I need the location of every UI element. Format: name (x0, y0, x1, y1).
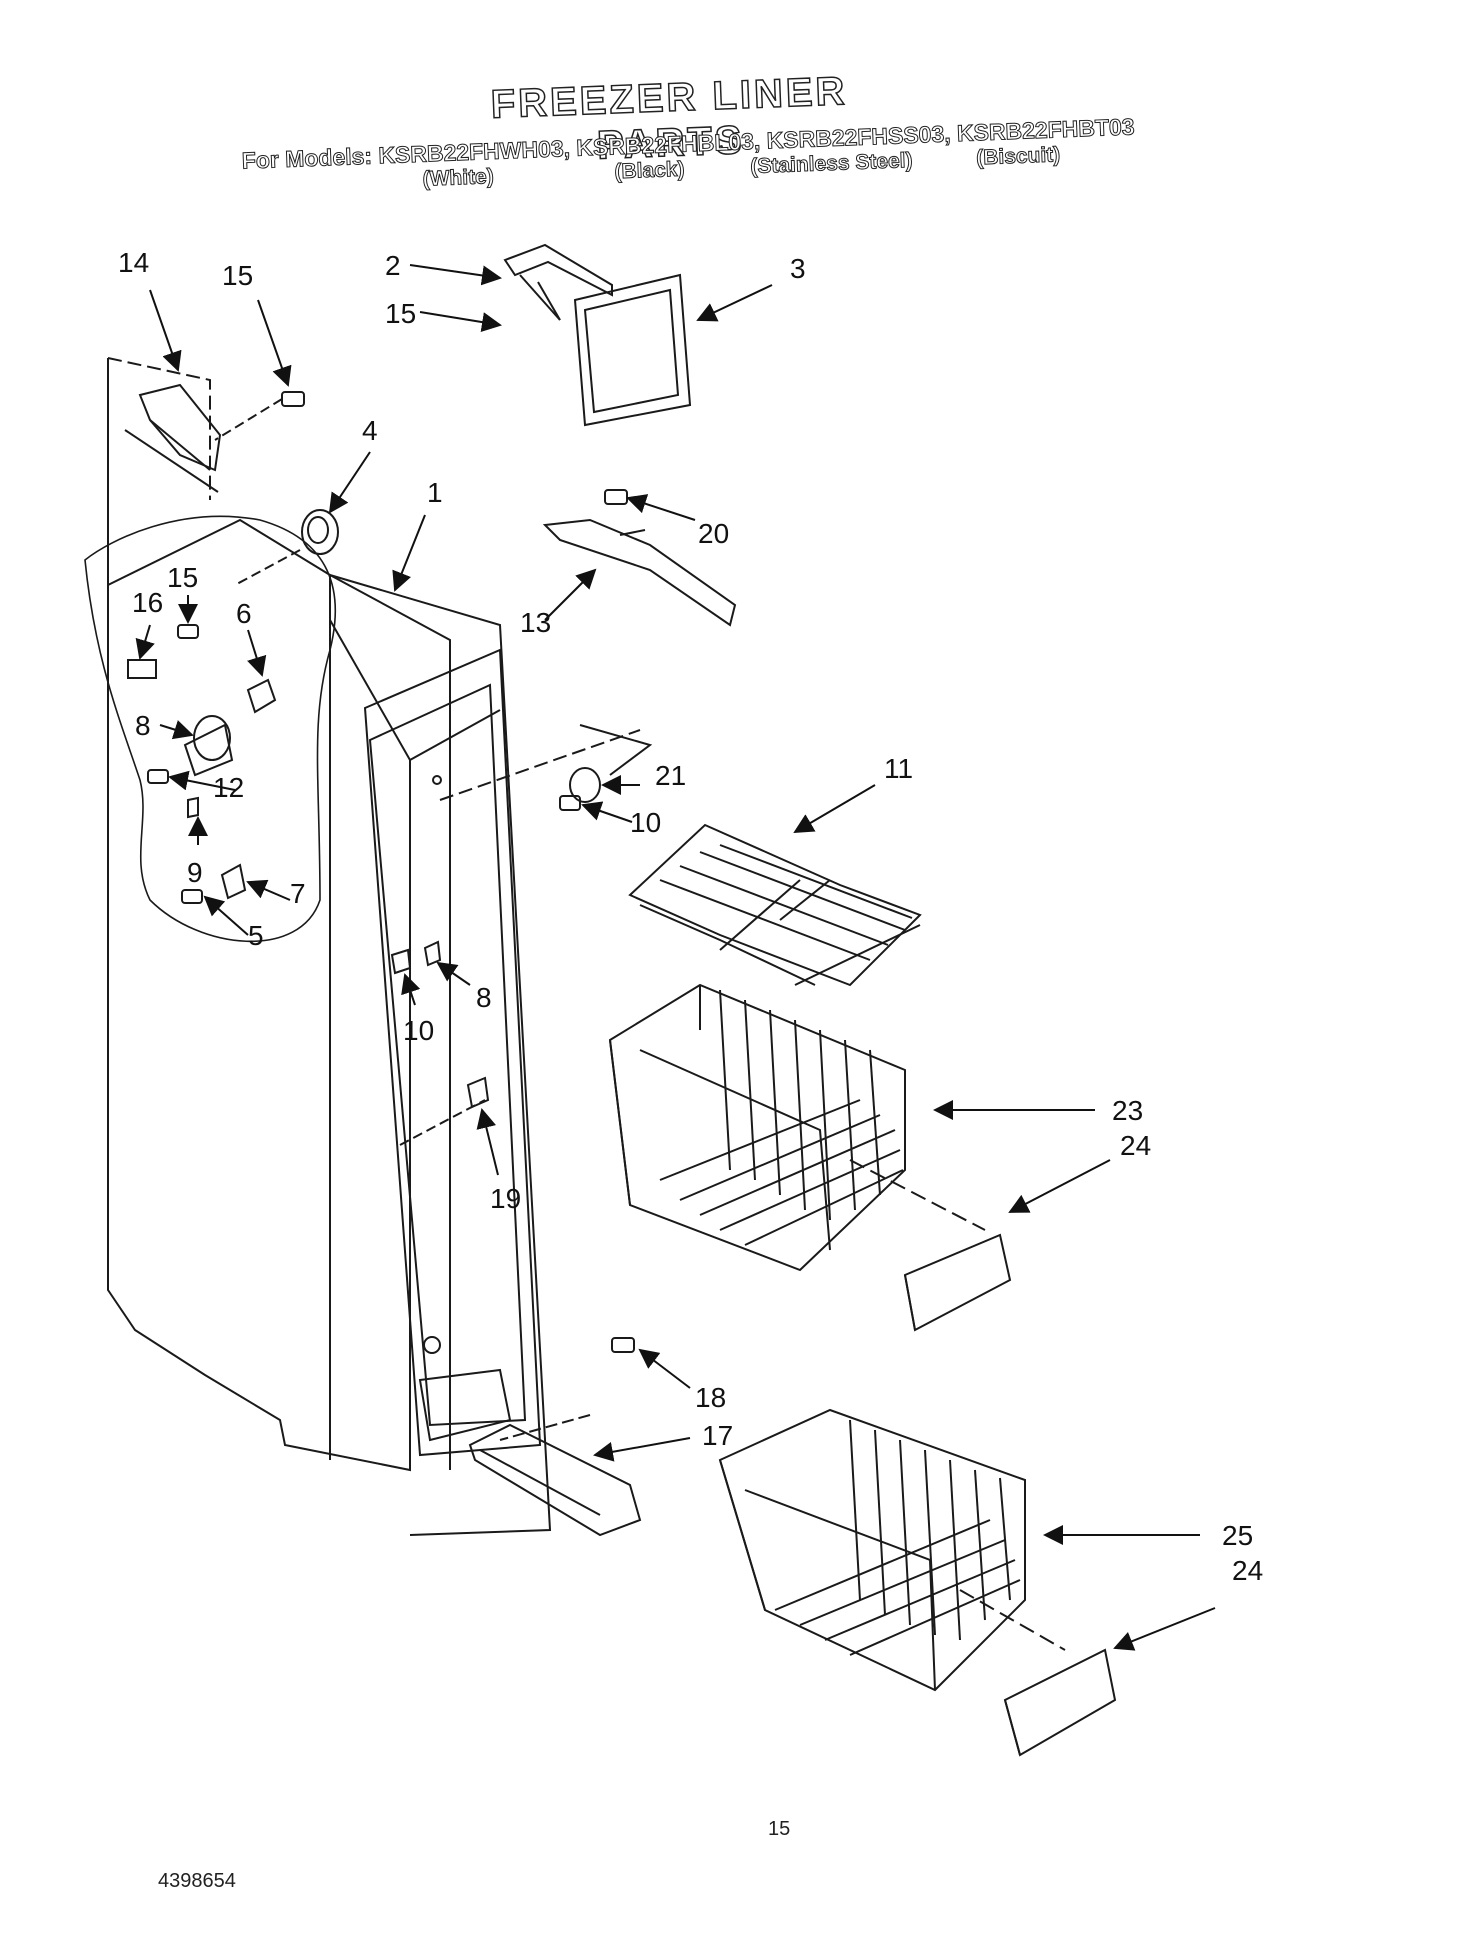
part-16-clip (127, 659, 157, 679)
callout-3: 3 (790, 253, 806, 284)
callout-11: 11 (884, 753, 913, 784)
callout-6: 6 (236, 598, 252, 629)
callout-15-a: 15 (222, 260, 253, 291)
callout-24-b: 24 (1232, 1555, 1263, 1586)
callout-12: 12 (213, 772, 244, 803)
callout-2: 2 (385, 250, 401, 281)
part-20-screw (604, 489, 628, 505)
callout-23: 23 (1112, 1095, 1143, 1126)
callout-14: 14 (118, 247, 149, 278)
part-4-plug (234, 509, 339, 586)
part-5-screw (181, 889, 203, 904)
callout-4: 4 (362, 415, 378, 446)
part-19-connector (466, 1076, 490, 1109)
part-25-basket (718, 1408, 1066, 1692)
part-18-screw (611, 1337, 635, 1353)
part-24-tag-lower (1003, 1648, 1117, 1757)
part-14-bracket (124, 383, 222, 493)
part-15-screw-b (177, 624, 199, 639)
part-10-screw (559, 795, 581, 811)
part-3-panel (573, 273, 692, 427)
page-number: 15 (768, 1818, 791, 1840)
part-17-trim (468, 1414, 642, 1537)
part-13-bracket (542, 518, 737, 627)
part-21-grommet (439, 724, 653, 803)
part-11-wire-shelf (628, 823, 922, 987)
part-8-thermostat (183, 715, 234, 777)
part-15-screw-a (214, 391, 305, 441)
part-24-tag-upper (903, 1233, 1012, 1332)
callout-20: 20 (698, 518, 729, 549)
callout-15-c: 15 (167, 562, 198, 593)
freezer-liner (84, 357, 552, 1536)
part-10-clip-b (390, 948, 412, 975)
callout-8-a: 8 (135, 710, 151, 741)
callout-10-a: 10 (630, 807, 661, 838)
part-9-pin (187, 796, 199, 819)
callout-7: 7 (290, 878, 306, 909)
callout-19: 19 (490, 1183, 521, 1214)
callout-25: 25 (1222, 1520, 1253, 1551)
callout-9: 9 (187, 857, 203, 888)
callout-16: 16 (132, 587, 163, 618)
part-6-clip (246, 678, 277, 714)
part-7-clip (220, 863, 247, 900)
callout-24-a: 24 (1120, 1130, 1151, 1161)
part-2-bracket (503, 243, 613, 321)
callout-1: 1 (427, 477, 443, 508)
part-12-screw (147, 769, 169, 784)
callout-18: 18 (695, 1382, 726, 1413)
callout-17: 17 (702, 1420, 733, 1451)
callout-21: 21 (655, 760, 686, 791)
part-8-clip-b (423, 940, 442, 967)
part-23-basket (608, 983, 986, 1272)
callout-8-b: 8 (476, 982, 492, 1013)
leader-arrows (135, 264, 1216, 1651)
callout-5: 5 (248, 920, 264, 951)
callout-10-b: 10 (403, 1015, 434, 1046)
callout-13: 13 (520, 607, 551, 638)
callout-15-b: 15 (385, 298, 416, 329)
document-number: 4398654 (158, 1870, 236, 1892)
